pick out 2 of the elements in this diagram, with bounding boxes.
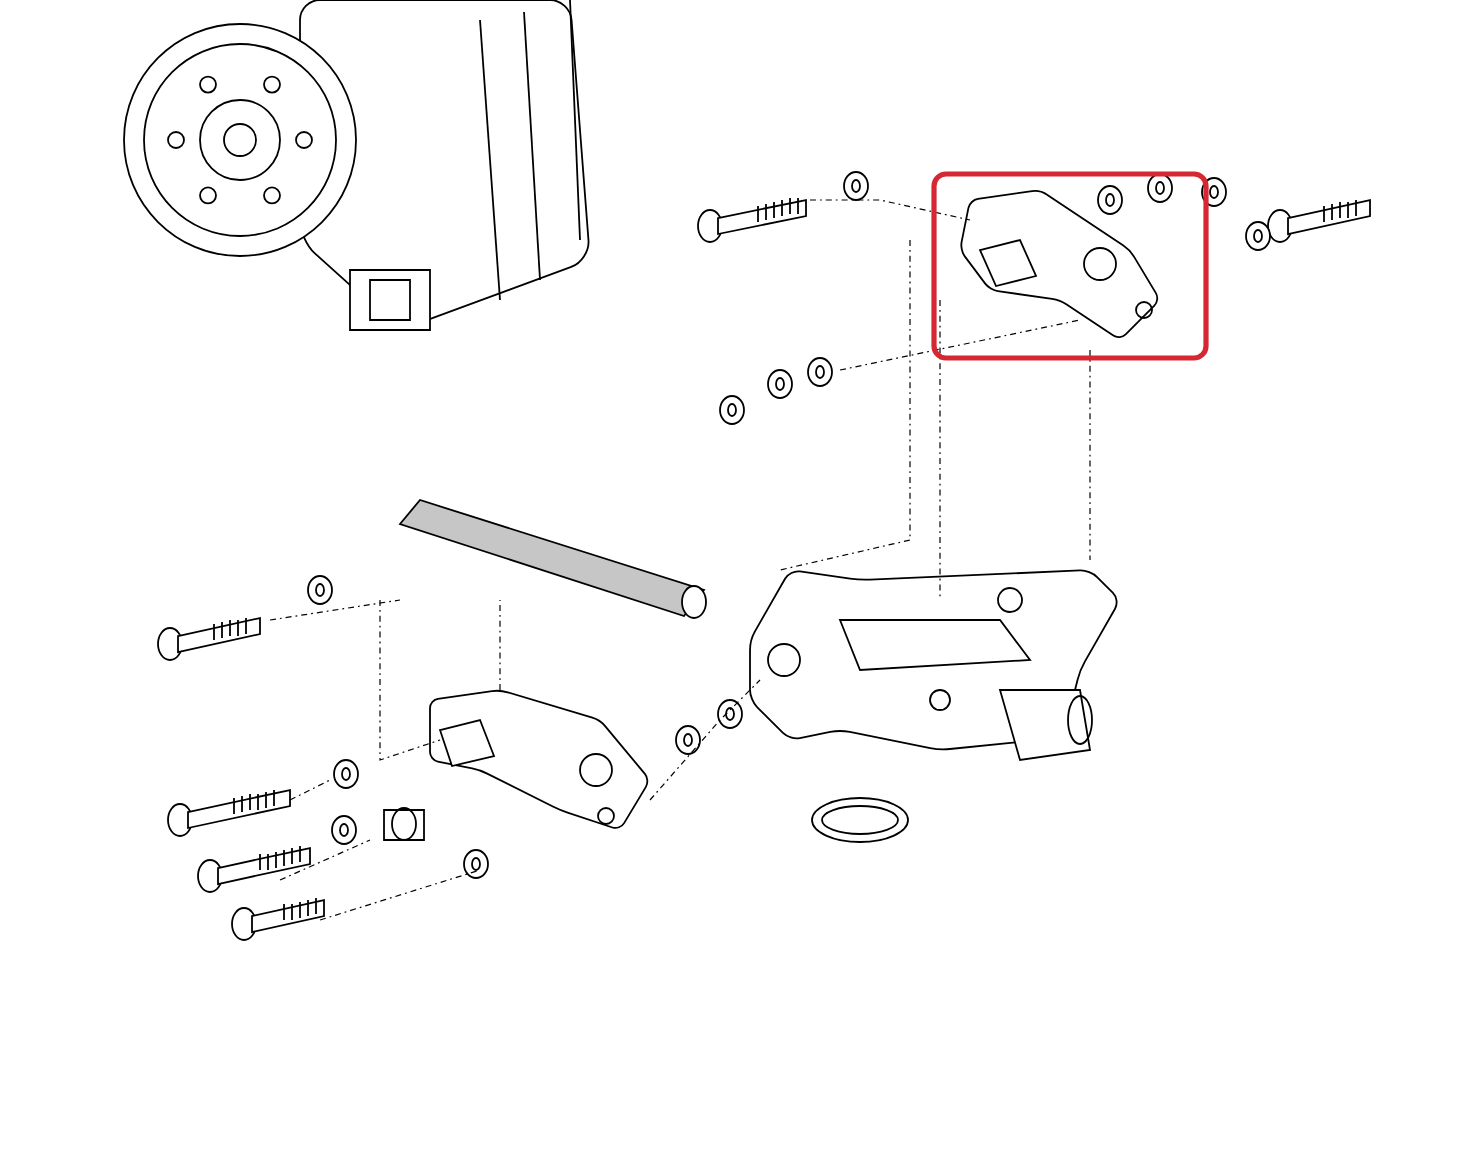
parts-drawing [123,0,1371,941]
highlight-frame [931,171,1209,361]
